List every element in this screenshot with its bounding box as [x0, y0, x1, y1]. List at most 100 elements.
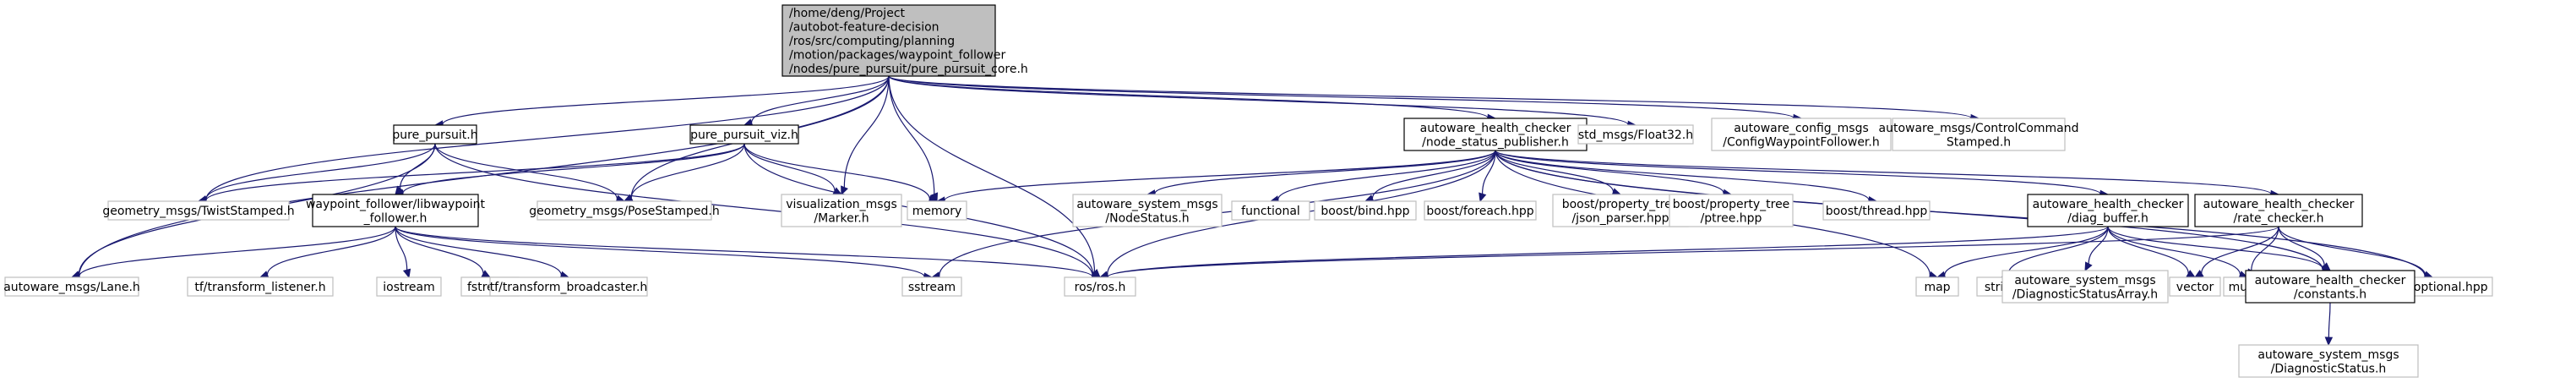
node-pure-pursuit[interactable]: pure_pursuit.h	[392, 124, 478, 145]
node-box	[1669, 194, 1794, 227]
edge-pure_pursuit_viz-to-marker	[743, 143, 843, 195]
node-diag-status[interactable]: autoware_system_msgs/DiagnosticStatus.h	[2238, 344, 2419, 378]
node-ros[interactable]: ros/ros.h	[1064, 276, 1136, 297]
node-sstream[interactable]: sstream	[901, 276, 962, 297]
edge-diag_buffer-to-diag_status_array	[2084, 226, 2109, 272]
node-label-line: sstream	[908, 281, 956, 294]
node-transform-broadcaster[interactable]: tf/transform_broadcaster.h	[489, 276, 648, 297]
node-box	[2238, 344, 2419, 378]
node-label-line: boost/property_tree	[1562, 198, 1680, 211]
node-label-line: /DiagnosticStatusArray.h	[2012, 287, 2158, 301]
node-rate-checker[interactable]: autoware_health_checker/rate_checker.h	[2194, 194, 2363, 227]
node-box	[1552, 194, 1689, 227]
node-box	[2245, 270, 2415, 304]
node-map[interactable]: map	[1915, 276, 1959, 297]
node-box	[1822, 200, 1931, 221]
node-label-line: /diag_buffer.h	[2067, 211, 2148, 225]
node-root[interactable]: /home/deng/Project/autobot-feature-decis…	[782, 4, 1028, 77]
node-label-line: boost/thread.hpp	[1826, 205, 1928, 218]
node-foreach[interactable]: boost/foreach.hpp	[1424, 200, 1537, 221]
node-label-line: boost/foreach.hpp	[1426, 205, 1533, 218]
edge-diag_buffer-to-constants	[2107, 226, 2332, 273]
node-label-line: /autobot-feature-decision	[789, 21, 939, 35]
edge-node_status_publisher-to-foreach	[1479, 150, 1496, 203]
edge-root-to-lane	[70, 75, 890, 280]
node-box	[2001, 270, 2169, 304]
node-label-line: vector	[2176, 281, 2214, 294]
node-box	[4, 276, 139, 297]
node-label-line: autoware_msgs/Lane.h	[3, 281, 140, 294]
edge-rate_checker-to-vector	[2193, 226, 2279, 278]
node-label-line: /json_parser.hpp	[1571, 211, 1669, 225]
node-json-parser[interactable]: boost/property_tree/json_parser.hpp	[1552, 194, 1689, 227]
node-node-status[interactable]: autoware_system_msgs/NodeStatus.h	[1072, 194, 1223, 227]
node-ptree[interactable]: boost/property_tree/ptree.hpp	[1669, 194, 1794, 227]
node-config-waypoint[interactable]: autoware_config_msgs/ConfigWaypointFollo…	[1711, 118, 1892, 151]
node-box	[1064, 276, 1136, 297]
edge-node_status_publisher-to-node_status	[1146, 150, 1496, 198]
node-label-line: /ConfigWaypointFollower.h	[1723, 135, 1879, 149]
node-label-line: autoware_health_checker	[2203, 198, 2355, 211]
edge-rate_checker-to-constants	[2278, 226, 2331, 271]
node-label-line: autoware_msgs/ControlCommand	[1879, 122, 2079, 135]
node-constants[interactable]: autoware_health_checker/constants.h	[2245, 270, 2415, 304]
node-box	[312, 194, 479, 227]
node-label-line: /ros/src/computing/planning	[789, 35, 955, 48]
node-marker[interactable]: visualization_msgs/Marker.h	[781, 194, 902, 227]
node-diag-status-array[interactable]: autoware_system_msgs/DiagnosticStatusArr…	[2001, 270, 2169, 304]
node-label-line: memory	[912, 205, 962, 218]
node-box	[536, 200, 712, 221]
node-float32[interactable]: std_msgs/Float32.h	[1577, 124, 1694, 145]
node-label-line: pure_pursuit_viz.h	[690, 129, 798, 142]
node-box	[376, 276, 442, 297]
node-label-line: ros/ros.h	[1075, 281, 1126, 294]
node-diag-buffer[interactable]: autoware_health_checker/diag_buffer.h	[2027, 194, 2189, 227]
node-pose-stamped[interactable]: geometry_msgs/PoseStamped.h	[529, 200, 720, 221]
node-libwaypoint[interactable]: waypoint_follower/libwaypoint_follower.h	[306, 194, 486, 227]
node-vector[interactable]: vector	[2169, 276, 2221, 297]
node-label-line: autoware_system_msgs	[2257, 348, 2399, 362]
node-transform-listener[interactable]: tf/transform_listener.h	[187, 276, 334, 297]
node-label-line: /NodeStatus.h	[1105, 211, 1189, 225]
node-bind[interactable]: boost/bind.hpp	[1314, 200, 1417, 221]
node-box	[782, 4, 996, 77]
node-box	[901, 276, 962, 297]
edge-node_status_publisher-to-ptree	[1495, 150, 1733, 197]
edge-libwaypoint-to-iostream	[395, 226, 411, 279]
node-label-line: autoware_config_msgs	[1734, 122, 1869, 135]
edge-libwaypoint-to-ros	[395, 226, 1102, 282]
node-label-line: /home/deng/Project	[789, 7, 906, 20]
node-label-line: /constants.h	[2294, 287, 2366, 301]
node-label-line: boost/bind.hpp	[1321, 205, 1409, 218]
node-label-line: autoware_system_msgs	[1076, 198, 1217, 211]
node-label-line: /DiagnosticStatus.h	[2271, 362, 2387, 375]
node-twist-stamped[interactable]: geometry_msgs/TwistStamped.h	[102, 200, 295, 221]
node-box	[107, 200, 290, 221]
node-pure-pursuit-viz[interactable]: pure_pursuit_viz.h	[689, 124, 799, 145]
node-node-status-publisher[interactable]: autoware_health_checker/node_status_publ…	[1403, 118, 1588, 151]
node-box	[393, 124, 477, 145]
node-box	[1314, 200, 1417, 221]
edge-root-to-pure_pursuit_viz	[743, 75, 890, 127]
node-label-line: tf/transform_listener.h	[194, 281, 325, 294]
node-label-line: Stamped.h	[1947, 135, 2011, 149]
node-label-line: map	[1924, 281, 1950, 294]
node-label-line: pure_pursuit.h	[392, 129, 477, 142]
node-lane[interactable]: autoware_msgs/Lane.h	[3, 276, 140, 297]
node-thread[interactable]: boost/thread.hpp	[1822, 200, 1931, 221]
node-box	[1892, 118, 2066, 151]
node-label-line: /node_status_publisher.h	[1422, 135, 1569, 149]
node-functional[interactable]: functional	[1231, 200, 1310, 221]
node-box	[1424, 200, 1537, 221]
edge-libwaypoint-to-lane	[70, 226, 396, 281]
node-iostream[interactable]: iostream	[376, 276, 442, 297]
node-box	[2027, 194, 2189, 227]
node-label-line: /Marker.h	[814, 211, 869, 225]
node-layer: /home/deng/Project/autobot-feature-decis…	[3, 4, 2493, 378]
edge-root-to-config_waypoint	[888, 75, 1803, 123]
edge-constants-to-diag_status	[2324, 302, 2334, 347]
node-label-line: /nodes/pure_pursuit/pure_pursuit_core.h	[789, 63, 1028, 76]
node-label-line: /motion/packages/waypoint_follower	[789, 49, 1005, 63]
node-memory[interactable]: memory	[907, 200, 967, 221]
